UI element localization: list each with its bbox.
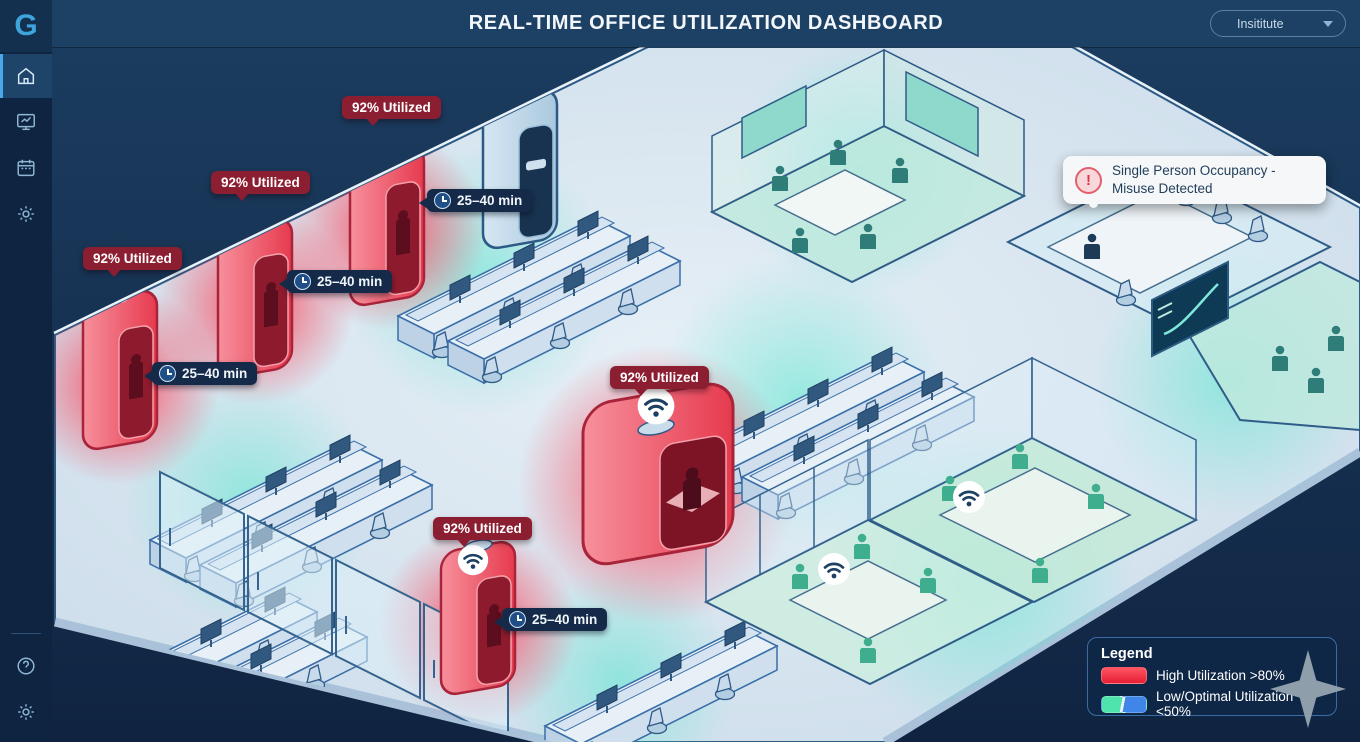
meeting-pod-large bbox=[581, 382, 735, 566]
alert-text: Single Person Occupancy - Misuse Detecte… bbox=[1112, 163, 1276, 196]
help-icon bbox=[17, 657, 35, 675]
utilization-badge: 92% Utilized bbox=[433, 517, 532, 547]
legend-label: High Utilization >80% bbox=[1156, 668, 1285, 683]
organization-dropdown[interactable]: Insititute bbox=[1210, 10, 1346, 37]
home-icon bbox=[17, 67, 35, 85]
sidebar-item-calendar[interactable] bbox=[0, 146, 52, 190]
utilization-badge: 92% Utilized bbox=[610, 366, 709, 396]
sidebar-divider bbox=[11, 633, 41, 634]
sidebar-item-analytics[interactable] bbox=[0, 100, 52, 144]
clock-icon bbox=[434, 192, 451, 209]
sidebar-item-settings[interactable] bbox=[0, 192, 52, 236]
duration-badge: 25–40 min bbox=[143, 362, 258, 385]
duration-badge-label: 25–40 min bbox=[317, 274, 383, 289]
calendar-icon bbox=[17, 159, 35, 177]
duration-badge-label: 25–40 min bbox=[182, 366, 248, 381]
duration-badge: 25–40 min bbox=[418, 189, 533, 212]
duration-badge-label: 25–40 min bbox=[457, 193, 523, 208]
legend-swatch-low-icon bbox=[1101, 695, 1147, 713]
misuse-alert[interactable]: ! Single Person Occupancy - Misuse Detec… bbox=[1063, 156, 1326, 208]
gear-icon bbox=[18, 206, 34, 222]
duration-badge: 25–40 min bbox=[493, 608, 608, 631]
duration-badge-label: 25–40 min bbox=[532, 612, 598, 627]
meeting-room-bottom bbox=[703, 438, 1035, 686]
meeting-room-top bbox=[709, 48, 1027, 284]
meeting-room-chart bbox=[1151, 260, 1360, 432]
legend-panel: Legend High Utilization >80% Low/Optimal… bbox=[1087, 637, 1337, 719]
meeting-room-single-occupancy bbox=[1005, 161, 1333, 327]
phone-booth-pod-1 bbox=[81, 288, 159, 451]
sidebar-nav: G bbox=[0, 0, 52, 742]
legend-swatch-high-icon bbox=[1101, 667, 1147, 684]
utilization-badge: 92% Utilized bbox=[83, 247, 182, 277]
phone-booth-pod-3 bbox=[348, 144, 426, 307]
phone-booth-pod-4 bbox=[439, 539, 517, 696]
alert-exclamation-icon: ! bbox=[1075, 166, 1102, 194]
page-title: REAL-TIME OFFICE UTILIZATION DASHBOARD bbox=[468, 12, 944, 34]
legend-title: Legend bbox=[1101, 646, 1153, 662]
sidebar-item-home[interactable] bbox=[0, 54, 52, 98]
clock-icon bbox=[509, 611, 526, 628]
legend-item-high: High Utilization >80% bbox=[1101, 667, 1324, 684]
chevron-down-icon bbox=[1323, 20, 1333, 27]
header-bar: REAL-TIME OFFICE UTILIZATION DASHBOARD I… bbox=[52, 0, 1360, 47]
analytics-monitor-icon bbox=[17, 113, 35, 131]
gear-icon bbox=[18, 704, 34, 720]
utilization-badge: 92% Utilized bbox=[211, 171, 310, 201]
sidebar-item-preferences[interactable] bbox=[0, 690, 52, 734]
legend-label: Low/Optimal Utilization <50% bbox=[1156, 689, 1294, 719]
duration-badge: 25–40 min bbox=[278, 270, 393, 293]
meeting-room-right bbox=[867, 356, 1199, 604]
clock-icon bbox=[159, 365, 176, 382]
sidebar-item-help[interactable] bbox=[0, 644, 52, 688]
clock-icon bbox=[294, 273, 311, 290]
organization-dropdown-label: Insititute bbox=[1237, 16, 1284, 31]
app-logo: G bbox=[0, 0, 52, 52]
utilization-badge: 92% Utilized bbox=[342, 96, 441, 126]
legend-item-low: Low/Optimal Utilization <50% bbox=[1101, 689, 1324, 719]
